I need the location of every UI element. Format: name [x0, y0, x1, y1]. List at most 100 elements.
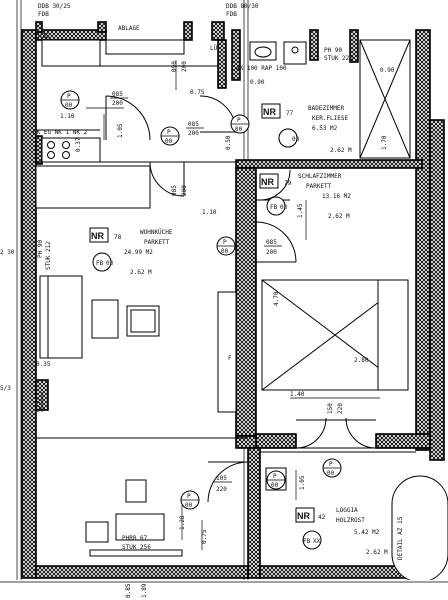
dim-075-top-label: 0.75 — [190, 89, 205, 96]
svg-text:24.99 M2: 24.99 M2 — [124, 249, 153, 256]
svg-text:00: 00 — [185, 502, 193, 509]
svg-text:P: P — [273, 473, 277, 480]
svg-text:KER.FLIESE: KER.FLIESE — [312, 115, 349, 122]
svg-text:P: P — [237, 117, 241, 124]
dim-057-label: 0.57 — [35, 397, 42, 412]
svg-text:200: 200 — [266, 249, 277, 256]
fdb-right-label: FDB — [226, 11, 237, 18]
plan-labels: DDB 30/25 FDB DDB 80/30 FDB HZG ABLAGE L… — [0, 3, 404, 598]
svg-text:78: 78 — [114, 234, 122, 241]
svg-text:79: 79 — [284, 180, 292, 187]
left-230-label: 2 30 — [0, 249, 15, 256]
svg-text:00: 00 — [65, 102, 73, 109]
svg-text:P: P — [167, 129, 171, 136]
room-tags: NR 77 BADEZIMMER KER.FLIESE 6.53 M2 FB 0… — [89, 103, 388, 556]
door-tag: 085 200 — [110, 91, 128, 107]
dim-110-mid-label: 1.10 — [202, 209, 217, 216]
svg-text:42: 42 — [318, 514, 326, 521]
svg-text:00: 00 — [271, 482, 279, 489]
wardrobe-f-label: F — [228, 355, 232, 362]
svg-text:200: 200 — [181, 61, 188, 72]
svg-text:77: 77 — [286, 110, 294, 117]
dim-110-label: 1.10 — [60, 113, 75, 120]
ph90-left-label: PH 90 — [37, 240, 44, 258]
door-tag: 085 200 — [186, 121, 204, 137]
svg-text:085: 085 — [171, 185, 178, 196]
svg-text:00: 00 — [165, 138, 173, 145]
svg-text:090: 090 — [171, 61, 178, 72]
dim-050-label: 0.50 — [225, 135, 232, 150]
svg-text:WOHNKÜCHE: WOHNKÜCHE — [140, 229, 173, 236]
room-tag-loggia: NR 42 LOGGIA HOLZROST 5.42 M2 FB XX 2.62… — [295, 507, 388, 556]
svg-text:FB: FB — [303, 538, 311, 545]
svg-text:2.62 M: 2.62 M — [130, 269, 152, 276]
svg-text:085: 085 — [266, 239, 277, 246]
walls — [21, 21, 445, 579]
svg-text:NR: NR — [263, 107, 276, 117]
svg-text:SCHLAFZIMMER: SCHLAFZIMMER — [298, 173, 342, 180]
dim-470-label: 4.70 — [273, 291, 280, 306]
stuk-top-label: STUK 220 — [324, 55, 353, 62]
p-markers: P 00 P 00 P 00 P 00 P 00 — [60, 90, 342, 510]
svg-text:XX: XX — [313, 538, 321, 545]
dim-280-label: 2.80 — [354, 357, 369, 364]
ak-height-label: 0.90 — [250, 79, 265, 86]
door-tags: 085 200 090 200 085 200 085 200 085 200 … — [110, 61, 344, 493]
svg-text:2.62 M: 2.62 M — [366, 549, 388, 556]
p-marker: P 00 — [180, 490, 200, 510]
svg-text:HOLZROST: HOLZROST — [336, 517, 365, 524]
svg-text:PARKETT: PARKETT — [306, 183, 332, 190]
door-tag: 085 200 — [264, 239, 282, 256]
dim-035-label: 0.35 — [36, 361, 51, 368]
svg-text:00: 00 — [235, 126, 243, 133]
lue-label: LÜ — [210, 45, 218, 52]
ablage-label: ABLAGE — [118, 25, 140, 32]
top-090-label: 0.90 — [380, 67, 395, 74]
svg-text:BADEZIMMER: BADEZIMMER — [308, 105, 345, 112]
dim-170-label: 1.70 — [381, 135, 388, 150]
p-marker: P 00 — [60, 90, 80, 110]
svg-text:FB: FB — [270, 204, 278, 211]
svg-text:STUK 256: STUK 256 — [122, 544, 151, 551]
dim-128-label: 1.28 — [179, 515, 186, 530]
furniture — [35, 39, 448, 583]
p-marker: P 00 — [322, 458, 342, 478]
svg-text:FB: FB — [96, 260, 104, 267]
ak-label: AK 100 RAP 100 — [236, 65, 287, 72]
ddb-right-label: DDB 80/30 — [226, 3, 259, 10]
svg-text:00: 00 — [327, 470, 335, 477]
dim-140-label: 1.40 — [290, 391, 305, 398]
svg-text:105: 105 — [216, 475, 227, 482]
door-tag: 090 200 — [171, 61, 188, 72]
p-marker: P 00 — [216, 236, 236, 256]
svg-text:LOGGIA: LOGGIA — [336, 507, 358, 514]
svg-text:200: 200 — [112, 100, 123, 107]
svg-text:220: 220 — [337, 403, 344, 414]
svg-text:PHRB 67: PHRB 67 — [122, 535, 148, 542]
svg-text:5.42 M2: 5.42 M2 — [354, 529, 380, 536]
dim-145-label: 1.45 — [297, 203, 304, 218]
ph90-top-label: PH 90 — [324, 47, 342, 54]
svg-text:150: 150 — [327, 403, 334, 414]
door-tag: 150 220 — [327, 403, 344, 414]
fdb-label: FDB — [38, 11, 49, 18]
svg-text:2.62 M: 2.62 M — [330, 147, 352, 154]
door-tag: 085 200 — [171, 185, 188, 196]
svg-text:PARKETT: PARKETT — [144, 239, 170, 246]
dimension-lines — [41, 60, 380, 550]
svg-text:200: 200 — [188, 130, 199, 137]
dim-075-bot-label: 0.75 — [201, 529, 208, 544]
svg-text:P: P — [187, 493, 191, 500]
room-tag-living-kitchen: NR 78 WOHNKÜCHE PARKETT 24.99 M2 FB 03 2… — [89, 227, 173, 276]
door-tag: 105 220 — [214, 475, 232, 493]
door-swings — [105, 95, 377, 503]
dim-085-label: 0.85 — [125, 583, 132, 598]
svg-text:P: P — [223, 239, 227, 246]
stuk-left-label: STUK 212 — [45, 241, 52, 270]
svg-text:03: 03 — [292, 136, 300, 143]
svg-text:03: 03 — [280, 204, 288, 211]
left-5-label: 5/3 — [0, 385, 11, 392]
svg-text:085: 085 — [188, 121, 199, 128]
svg-text:P: P — [329, 461, 333, 468]
